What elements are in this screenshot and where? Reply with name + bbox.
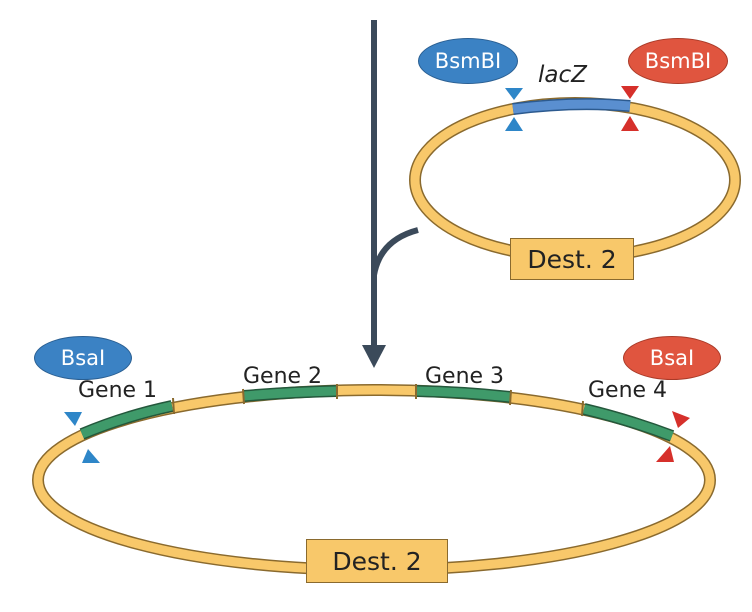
bsai-site-right-bottom [656,446,674,462]
bsmbi-left-enzyme: BsmBI [418,38,518,84]
bsmbi-site-right-top [621,86,639,99]
bsmbi-site-left-top [505,88,523,100]
bsmbi-site-left-bottom [505,117,523,131]
gene-3-label: Gene 3 [425,364,505,389]
gene-1-label: Gene 1 [78,378,158,403]
arrow-head [362,345,386,368]
top-plasmid [409,86,741,263]
top-dest-label: Dest. 2 [510,238,634,280]
junction-ticks [172,384,584,417]
bsmbi-right-enzyme: BsmBI [628,38,728,84]
bottom-dest-label: Dest. 2 [306,539,448,583]
bsai-right-enzyme: BsaI [623,336,721,380]
bsai-site-left-top [64,412,82,426]
gene-4-label: Gene 4 [588,378,668,403]
bsai-site-left-bottom [82,449,100,463]
gene-segments [79,385,675,442]
bsai-site-right-top [672,411,690,428]
assembly-arrow [371,20,419,348]
lacz-label: lacZ [538,62,587,88]
gene-2-label: Gene 2 [243,364,323,389]
bsmbi-site-right-bottom [621,116,639,131]
bsai-left-enzyme: BsaI [34,336,132,380]
